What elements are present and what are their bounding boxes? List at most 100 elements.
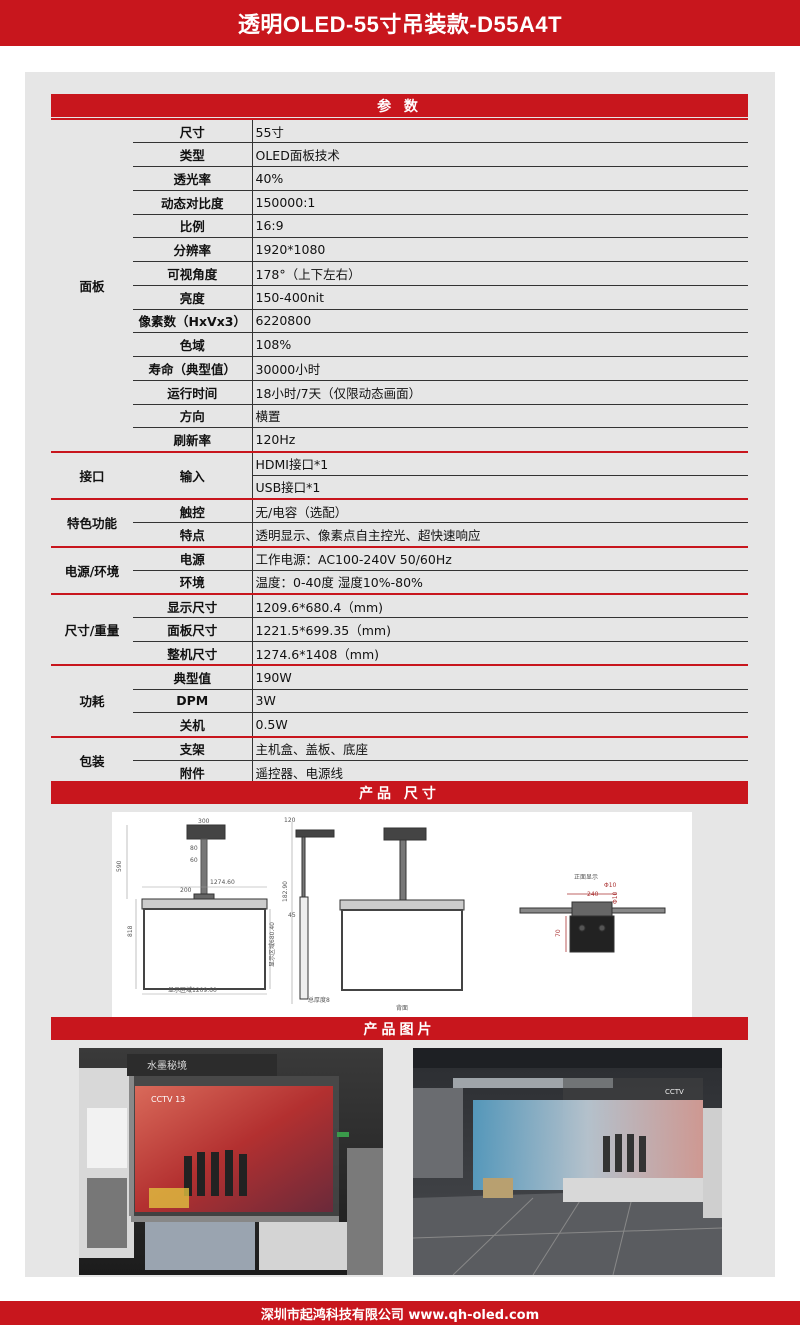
dim-70: 70 bbox=[555, 929, 562, 937]
spec-row: 包装支架主机盒、盖板、底座 bbox=[51, 735, 748, 784]
back-label: 背面 bbox=[396, 1004, 408, 1012]
spec-category: 尺寸/重量 bbox=[51, 592, 133, 666]
side-view bbox=[291, 822, 335, 1004]
dim-200: 200 bbox=[180, 887, 192, 894]
dim-240: 240 bbox=[587, 891, 599, 898]
spec-row: 特色功能触控无/电容（选配） bbox=[51, 498, 748, 547]
spec-key: DPM bbox=[133, 689, 253, 714]
spec-key: 刷新率 bbox=[133, 427, 253, 452]
photo-sign-text: 水墨秘境 bbox=[147, 1059, 187, 1072]
spec-key: 亮度 bbox=[133, 285, 253, 310]
dim-thickness: 总厚度8 bbox=[308, 996, 330, 1004]
spec-row: 电源/环境电源工作电源：AC100-240V 50/60Hz bbox=[51, 545, 748, 594]
spec-key: 电源 bbox=[133, 545, 253, 571]
spec-value: HDMI接口*1 bbox=[252, 450, 748, 476]
spec-value: 18小时/7天（仅限动态画面） bbox=[252, 380, 748, 405]
spec-key: 整机尺寸 bbox=[133, 641, 253, 666]
dim-120: 120 bbox=[284, 817, 296, 824]
spec-key: 透光率 bbox=[133, 166, 253, 191]
spec-category: 接口 bbox=[51, 450, 133, 499]
photo-screen-logo-right: CCTV bbox=[665, 1088, 684, 1096]
spec-row: 特点透明显示、像素点自主控光、超快速响应 bbox=[51, 522, 748, 547]
dim-1274: 1274.60 bbox=[210, 879, 235, 886]
spec-value: OLED面板技术 bbox=[252, 142, 748, 167]
spec-value: 工作电源：AC100-240V 50/60Hz bbox=[252, 545, 748, 571]
spec-key: 支架 bbox=[133, 735, 253, 761]
spec-key: 典型值 bbox=[133, 664, 253, 690]
spec-value: 6220800 bbox=[252, 309, 748, 334]
front-view bbox=[126, 824, 271, 995]
spec-value: 无/电容（选配） bbox=[252, 498, 748, 524]
spec-value: 0.5W bbox=[252, 712, 748, 737]
spec-category: 包装 bbox=[51, 735, 133, 784]
spec-value: 178°（上下左右） bbox=[252, 261, 748, 286]
dim-590: 590 bbox=[116, 860, 123, 872]
spec-value: 横置 bbox=[252, 404, 748, 429]
dim-phi10-b: Φ10 bbox=[612, 891, 619, 904]
product-photo-right: CCTV bbox=[413, 1048, 722, 1275]
spec-category: 电源/环境 bbox=[51, 545, 133, 594]
spec-key: 比例 bbox=[133, 214, 253, 239]
spec-key: 像素数（HxVx3） bbox=[133, 309, 253, 334]
section-header-photos: 产品图片 bbox=[51, 1017, 748, 1040]
spec-value: 3W bbox=[252, 689, 748, 714]
spec-row: 像素数（HxVx3）6220800 bbox=[51, 309, 748, 334]
dim-45: 45 bbox=[288, 912, 296, 919]
spec-value: 16:9 bbox=[252, 214, 748, 239]
footer-company: 深圳市起鸿科技有限公司 www.qh-oled.com bbox=[0, 1301, 800, 1325]
spec-category: 特色功能 bbox=[51, 498, 133, 547]
spec-key: 分辨率 bbox=[133, 237, 253, 262]
dim-60: 60 bbox=[190, 857, 198, 864]
spec-value: 1920*1080 bbox=[252, 237, 748, 262]
dim-300: 300 bbox=[198, 818, 210, 825]
spec-value: 120Hz bbox=[252, 427, 748, 452]
spec-value: 1209.6*680.4（mm) bbox=[252, 593, 748, 619]
spec-value: 30000小时 bbox=[252, 356, 748, 381]
spec-key: 特点 bbox=[133, 522, 253, 547]
back-view bbox=[339, 827, 465, 991]
spec-value: 1274.6*1408（mm) bbox=[252, 641, 748, 666]
spec-value: 190W bbox=[252, 664, 748, 690]
dim-display-w: 显示区域1209.60 bbox=[168, 986, 217, 994]
top-view bbox=[519, 893, 666, 953]
spec-value: 150-400nit bbox=[252, 285, 748, 310]
spec-value: 温度：0-40度 湿度10%-80% bbox=[252, 570, 748, 595]
spec-value: USB接口*1 bbox=[252, 475, 748, 500]
dim-phi10-a: Φ10 bbox=[604, 882, 617, 889]
dim-display-h: 显示区域680.40 bbox=[268, 922, 276, 967]
spec-key: 尺寸 bbox=[133, 118, 253, 144]
spec-value: 55寸 bbox=[252, 118, 748, 144]
spec-key: 寿命（典型值） bbox=[133, 356, 253, 381]
spec-key: 方向 bbox=[133, 404, 253, 429]
spec-category: 功耗 bbox=[51, 664, 133, 737]
spec-category: 面板 bbox=[51, 118, 133, 452]
spec-key: 面板尺寸 bbox=[133, 617, 253, 642]
spec-row: 寿命（典型值）30000小时 bbox=[51, 356, 748, 381]
page-title: 透明OLED-55寸吊装款-D55A4T bbox=[0, 0, 800, 46]
spec-key: 可视角度 bbox=[133, 261, 253, 286]
dim-80: 80 bbox=[190, 845, 198, 852]
spec-key: 显示尺寸 bbox=[133, 593, 253, 619]
spec-key: 触控 bbox=[133, 498, 253, 524]
spec-value: 1221.5*699.35（mm) bbox=[252, 617, 748, 642]
spec-value: 150000:1 bbox=[252, 190, 748, 215]
section-header-params: 参 数 bbox=[51, 94, 748, 117]
product-photo-left: 水墨秘境 CCTV 13 bbox=[79, 1048, 383, 1275]
spec-value: 40% bbox=[252, 166, 748, 191]
spec-value: 主机盒、盖板、底座 bbox=[252, 735, 748, 761]
